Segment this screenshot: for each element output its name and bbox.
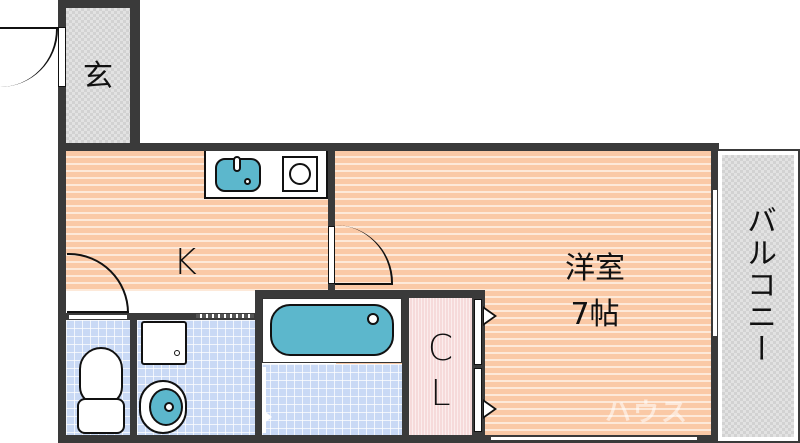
toilet-room-wall-right xyxy=(130,320,137,435)
closet-door-arrow-upper-fill xyxy=(484,309,494,323)
washbasin-drain-icon xyxy=(164,402,174,412)
bathroom-door-arrow-icon[interactable] xyxy=(263,410,272,424)
balcony-floor xyxy=(722,155,794,437)
western-room-size: 7帖 xyxy=(570,297,620,332)
closet-door-arrow-lower-fill xyxy=(484,402,494,416)
partition-wall-kitchen-western xyxy=(328,151,335,291)
closet-label-l: L xyxy=(430,373,451,414)
closet-door-lower[interactable] xyxy=(474,368,482,432)
burner-ring-icon xyxy=(289,163,311,185)
bathroom-door-frame xyxy=(262,367,266,433)
bath-block-wall-top xyxy=(255,290,485,298)
faucet-icon xyxy=(233,156,241,172)
bathtub xyxy=(270,304,394,356)
toilet-tank xyxy=(77,398,125,434)
bath-closet-wall xyxy=(402,298,409,435)
kitchen-label: K xyxy=(173,242,197,283)
closet-label-c: C xyxy=(427,328,454,369)
entrance-label: 玄 xyxy=(83,59,113,94)
watermark-logo: ハウス xyxy=(605,398,690,428)
entrance-floor xyxy=(66,8,130,144)
toilet-bowl xyxy=(79,347,123,405)
closet-floor xyxy=(409,298,472,435)
washroom-vent xyxy=(196,314,254,318)
washbasin-bowl xyxy=(149,388,183,426)
western-door-frame xyxy=(328,226,335,284)
outer-wall-left xyxy=(58,143,66,443)
balcony-sliding-window[interactable] xyxy=(713,190,717,336)
entry-door-swing[interactable] xyxy=(0,27,58,87)
drain-icon xyxy=(244,178,251,185)
wet-area-wall-top xyxy=(66,313,262,320)
outer-wall-top xyxy=(58,143,718,151)
outer-wall-bottom xyxy=(58,435,718,443)
balcony-label: バルコニー xyxy=(741,205,776,365)
bathtub-drain-icon xyxy=(367,313,379,325)
entry-door-frame xyxy=(58,27,66,87)
bath-block-wall-left xyxy=(255,290,262,440)
closet-door-upper[interactable] xyxy=(474,299,482,365)
bathroom-floor xyxy=(262,364,402,435)
western-room-window-bottom xyxy=(490,436,698,441)
washing-machine-drain-icon xyxy=(174,350,180,356)
toilet-door-threshold xyxy=(68,314,128,320)
western-room-label: 洋室 xyxy=(565,251,625,286)
washing-machine-pan xyxy=(141,321,187,365)
western-door-leaf xyxy=(335,283,393,285)
toilet-door-leaf xyxy=(67,311,129,313)
